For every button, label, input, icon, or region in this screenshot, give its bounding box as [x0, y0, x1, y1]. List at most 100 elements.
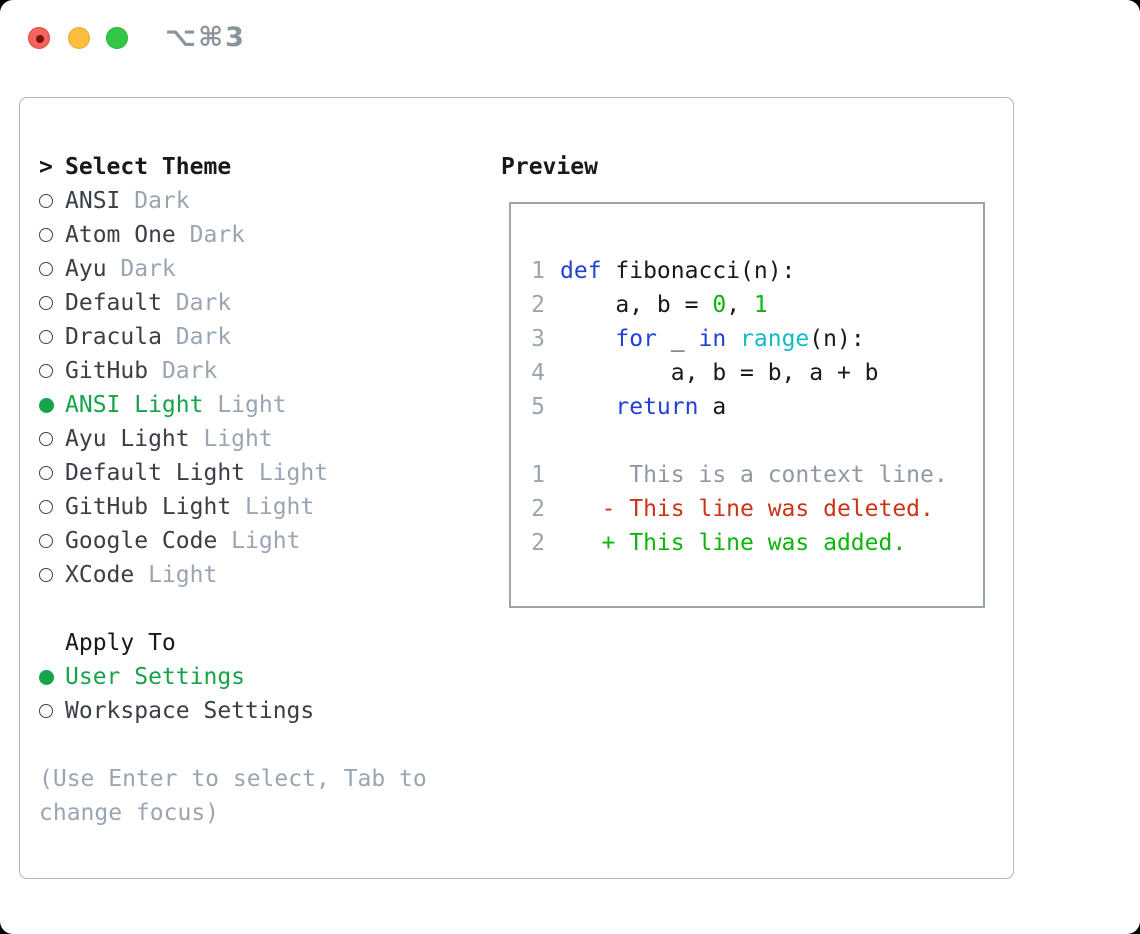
code-text: - This line was deleted. — [560, 496, 934, 522]
theme-option[interactable]: GitHub Light Light — [39, 490, 328, 524]
code-line: 1 def fibonacci(n): — [511, 254, 983, 288]
radio-unselected-icon — [39, 704, 65, 718]
radio-unselected-icon — [39, 466, 65, 480]
theme-list-title: Select Theme — [65, 154, 232, 180]
option-label: ANSI — [65, 188, 121, 214]
code-line: 2 a, b = 0, 1 — [511, 288, 983, 322]
theme-option[interactable]: Default Dark — [39, 286, 328, 320]
code-line: 2 + This line was added. — [511, 526, 983, 560]
option-label: Workspace Settings — [65, 698, 315, 724]
theme-list-header: > Select Theme — [39, 150, 328, 184]
theme-option[interactable]: ANSI Dark — [39, 184, 328, 218]
option-tag: Dark — [175, 222, 246, 248]
theme-option[interactable]: Ayu Dark — [39, 252, 328, 286]
option-tag: Dark — [120, 188, 190, 214]
apply-to-title: Apply To — [65, 630, 176, 656]
theme-option[interactable]: Default Light Light — [39, 456, 328, 490]
radio-unselected-icon — [39, 228, 65, 242]
focus-caret-icon: > — [39, 154, 53, 180]
option-label: Dracula — [65, 324, 162, 350]
option-label: Ayu — [65, 256, 107, 282]
line-number — [511, 424, 545, 458]
code-line: 1 This is a context line. — [511, 458, 983, 492]
radio-unselected-icon — [39, 296, 65, 310]
option-tag: Dark — [161, 324, 232, 350]
option-label: GitHub Light — [65, 494, 232, 520]
theme-option[interactable]: XCode Light — [39, 558, 328, 592]
apply-to-header: Apply To — [39, 626, 314, 660]
theme-option[interactable]: GitHub Dark — [39, 354, 328, 388]
code-line: 3 for _ in range(n): — [511, 322, 983, 356]
minimize-button-icon[interactable] — [68, 27, 90, 49]
code-text: return a — [615, 394, 727, 420]
option-tag: Light — [245, 460, 329, 486]
radio-unselected-icon — [39, 364, 65, 378]
option-label: XCode — [65, 562, 135, 588]
titlebar: ⌥⌘3 — [0, 0, 1140, 76]
option-label: ANSI Light — [65, 392, 204, 418]
line-number: 2 — [531, 530, 545, 556]
radio-unselected-icon — [39, 432, 65, 446]
theme-option[interactable]: Dracula Dark — [39, 320, 328, 354]
theme-option[interactable]: Atom One Dark — [39, 218, 328, 252]
radio-unselected-icon — [39, 500, 65, 514]
code-text: def fibonacci(n): — [560, 258, 796, 284]
option-tag: Light — [231, 494, 315, 520]
close-button-icon[interactable] — [28, 27, 50, 49]
option-tag: Light — [189, 426, 273, 452]
code-text: for _ in range(n): — [615, 326, 865, 352]
option-label: Default Light — [65, 460, 246, 486]
theme-option[interactable]: Ayu Light Light — [39, 422, 328, 456]
radio-selected-icon — [39, 397, 65, 413]
code-line: 4 a, b = b, a + b — [511, 356, 983, 390]
line-number: 2 — [531, 496, 545, 522]
option-label: Atom One — [65, 222, 176, 248]
option-label: GitHub — [65, 358, 149, 384]
option-label: User Settings — [65, 664, 246, 690]
option-tag: Dark — [148, 358, 218, 384]
radio-selected-icon — [39, 669, 65, 685]
option-label: Ayu Light — [65, 426, 190, 452]
radio-unselected-icon — [39, 194, 65, 208]
option-tag: Light — [217, 528, 301, 554]
code-text: a, b = b, a + b — [560, 360, 879, 386]
line-number: 1 — [531, 462, 545, 488]
apply-to-option[interactable]: Workspace Settings — [39, 694, 314, 728]
radio-unselected-icon — [39, 330, 65, 344]
apply-to-option[interactable]: User Settings — [39, 660, 314, 694]
radio-unselected-icon — [39, 534, 65, 548]
option-tag: Light — [134, 562, 218, 588]
radio-unselected-icon — [39, 262, 65, 276]
option-tag: Dark — [106, 256, 176, 282]
window-shortcut-label: ⌥⌘3 — [165, 22, 246, 53]
radio-unselected-icon — [39, 568, 65, 582]
option-tag: Light — [203, 392, 287, 418]
code-text: This is a context line. — [560, 462, 948, 488]
code-text — [545, 424, 560, 458]
line-number: 4 — [531, 360, 545, 386]
line-number: 1 — [531, 258, 545, 284]
theme-option[interactable]: Google Code Light — [39, 524, 328, 558]
code-line — [511, 424, 983, 458]
code-line: 5 return a — [511, 390, 983, 424]
option-label: Default — [65, 290, 162, 316]
option-label: Google Code — [65, 528, 218, 554]
preview-title: Preview — [501, 154, 598, 180]
code-line: 2 - This line was deleted. — [511, 492, 983, 526]
zoom-button-icon[interactable] — [106, 27, 128, 49]
code-text: a, b = 0, 1 — [560, 292, 768, 318]
line-number: 3 — [531, 326, 545, 352]
line-number: 2 — [531, 292, 545, 318]
code-text: + This line was added. — [560, 530, 907, 556]
line-number: 5 — [531, 394, 545, 420]
help-text: (Use Enter to select, Tab to change focu… — [39, 766, 427, 826]
theme-option[interactable]: ANSI Light Light — [39, 388, 328, 422]
